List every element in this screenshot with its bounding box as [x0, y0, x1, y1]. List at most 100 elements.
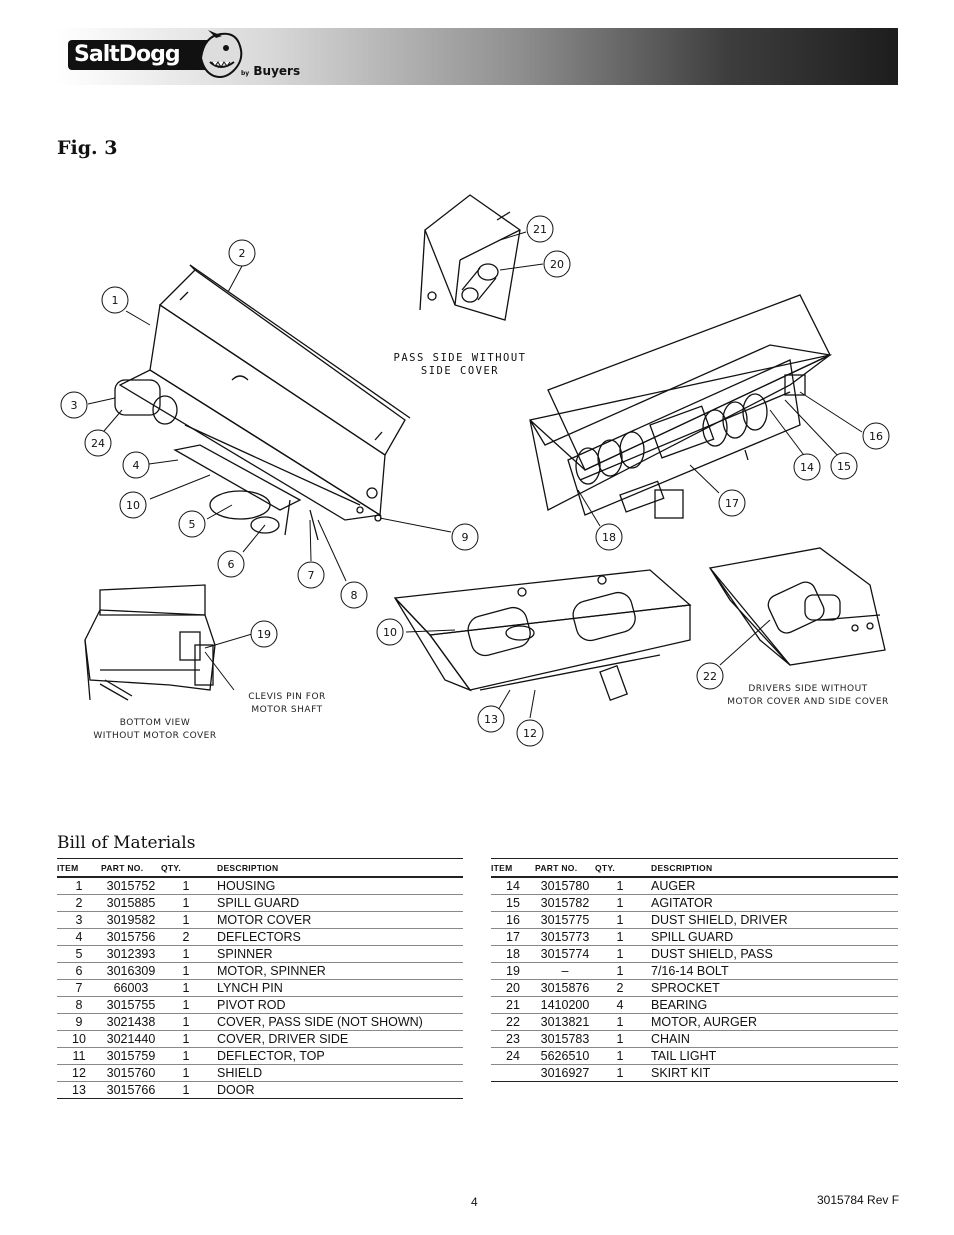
cell-part-no: 1410200: [535, 996, 595, 1014]
cell-part-no: 66003: [101, 979, 161, 997]
cell-part-no: 3012393: [101, 945, 161, 963]
cell-item: 20: [491, 979, 535, 997]
cell-part-no: 3015782: [535, 894, 595, 912]
callout-4: 24: [91, 437, 105, 450]
cell-qty: 1: [595, 911, 645, 929]
figure-title: Fig. 3: [57, 137, 118, 159]
header-desc: DESCRIPTION: [211, 858, 463, 878]
cell-part-no: 3015755: [101, 996, 161, 1014]
cell-part-no: 3015876: [535, 979, 595, 997]
header-part: PART NO.: [535, 858, 595, 878]
cell-description: SPINNER: [211, 945, 463, 963]
cell-item: 19: [491, 962, 535, 980]
cell-item: 15: [491, 894, 535, 912]
cell-part-no: 3015775: [535, 911, 595, 929]
cell-description: DEFLECTORS: [211, 928, 463, 946]
note-pass-side-1: PASS SIDE WITHOUT: [394, 352, 527, 364]
cell-description: COVER, PASS SIDE (NOT SHOWN): [211, 1013, 463, 1031]
cell-item: 7: [57, 979, 101, 997]
callout-7: 5: [189, 518, 196, 531]
cell-description: MOTOR, SPINNER: [211, 962, 463, 980]
cell-qty: 1: [161, 1081, 211, 1099]
cell-part-no: 3019582: [101, 911, 161, 929]
cell-part-no: 3015759: [101, 1047, 161, 1065]
callout-18: 18: [602, 531, 616, 544]
cell-item: 18: [491, 945, 535, 963]
cell-description: AUGER: [645, 877, 898, 895]
cell-part-no: 3016309: [101, 962, 161, 980]
header-qty: QTY.: [161, 858, 211, 878]
cell-part-no: 3015780: [535, 877, 595, 895]
cell-qty: 1: [161, 1047, 211, 1065]
cell-description: SPILL GUARD: [211, 894, 463, 912]
cell-description: AGITATOR: [645, 894, 898, 912]
callout-20: 10: [383, 626, 397, 639]
callout-8: 6: [228, 558, 235, 571]
cell-part-no: 3016927: [535, 1064, 595, 1082]
logo: [68, 40, 218, 70]
callout-14: 16: [869, 430, 883, 443]
driver-cover-drawing: [393, 569, 692, 702]
cell-item: 12: [57, 1064, 101, 1082]
callout-21: 13: [484, 713, 498, 726]
cell-item: 17: [491, 928, 535, 946]
callout-circles: [60, 215, 890, 747]
cell-item: 21: [491, 996, 535, 1014]
cell-qty: 1: [595, 962, 645, 980]
logo-brand: by Buyers: [241, 64, 301, 78]
cell-qty: 2: [161, 928, 211, 946]
cell-item: 24: [491, 1047, 535, 1065]
cell-qty: 1: [595, 894, 645, 912]
callout-23: 22: [703, 670, 717, 683]
cell-qty: 2: [595, 979, 645, 997]
callout-15: 14: [800, 461, 814, 474]
cell-description: COVER, DRIVER SIDE: [211, 1030, 463, 1048]
callout-13: 20: [550, 258, 564, 271]
cell-description: SPROCKET: [645, 979, 898, 997]
callout-9: 7: [308, 569, 315, 582]
cell-description: SKIRT KIT: [645, 1064, 898, 1082]
cell-description: DUST SHIELD, DRIVER: [645, 911, 898, 929]
cell-part-no: 3015760: [101, 1064, 161, 1082]
bottom-view-drawing: [84, 584, 216, 701]
pass-side-detail-drawing: [419, 194, 521, 321]
callout-16: 15: [837, 460, 851, 473]
header-desc: DESCRIPTION: [645, 858, 898, 878]
cell-part-no: 5626510: [535, 1047, 595, 1065]
cell-description: MOTOR, AURGER: [645, 1013, 898, 1031]
cell-part-no: 3015752: [101, 877, 161, 895]
cell-item: 23: [491, 1030, 535, 1048]
note-clevis-2: MOTOR SHAFT: [251, 705, 322, 715]
cell-description: DEFLECTOR, TOP: [211, 1047, 463, 1065]
cell-description: PIVOT ROD: [211, 996, 463, 1014]
callout-3: 3: [71, 399, 78, 412]
housing-drawing: [114, 264, 411, 541]
header-item: ITEM: [491, 858, 535, 878]
cell-item: 14: [491, 877, 535, 895]
cell-part-no: 3013821: [535, 1013, 595, 1031]
cell-qty: 1: [161, 962, 211, 980]
callout-11: 9: [462, 531, 469, 544]
callout-17: 17: [725, 497, 739, 510]
cell-description: HOUSING: [211, 877, 463, 895]
dog-mascot-icon: [199, 30, 243, 78]
note-bottom-1: BOTTOM VIEW: [120, 718, 191, 728]
cell-item: 11: [57, 1047, 101, 1065]
cell-part-no: 3015773: [535, 928, 595, 946]
cell-item: 2: [57, 894, 101, 912]
callout-2: 1: [112, 294, 119, 307]
note-bottom-2: WITHOUT MOTOR COVER: [93, 731, 216, 741]
cell-qty: 1: [595, 877, 645, 895]
cell-item: 4: [57, 928, 101, 946]
callout-12: 21: [533, 223, 547, 236]
cell-item: 8: [57, 996, 101, 1014]
cell-item: 16: [491, 911, 535, 929]
